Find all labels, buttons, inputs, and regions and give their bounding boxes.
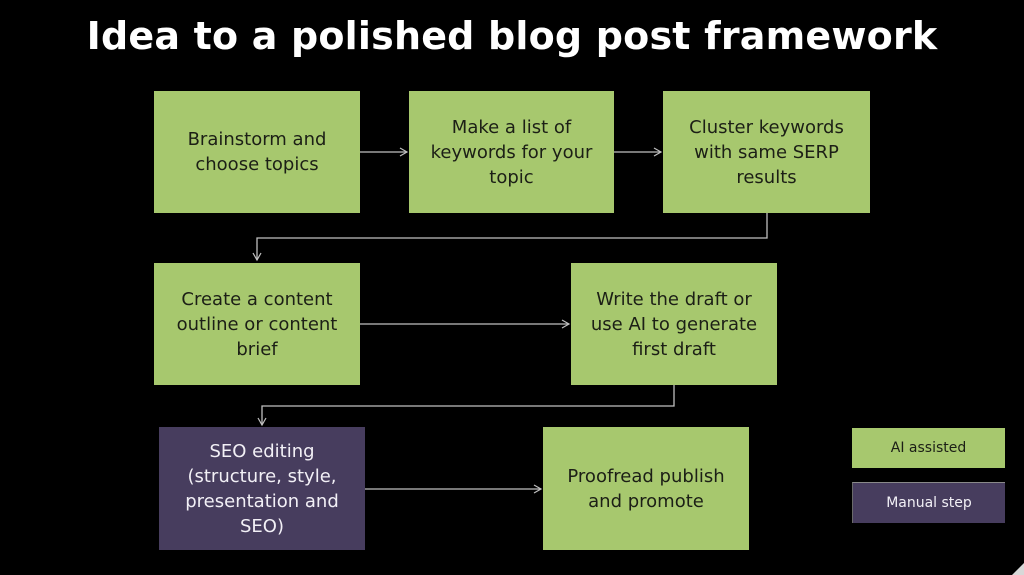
step-label: Brainstorm and choose topics <box>187 129 327 175</box>
step-label: SEO editing (structure, style, presentat… <box>185 440 339 537</box>
step-label: Cluster keywords with same SERP results <box>689 116 844 188</box>
step-write-draft: Write the draft or use AI to generate fi… <box>571 263 777 385</box>
step-label: Create a content outline or content brie… <box>176 288 338 360</box>
connector-5-6 <box>257 385 675 427</box>
step-brainstorm: Brainstorm and choose topics <box>154 91 360 213</box>
legend-manual-step: Manual step <box>852 482 1005 523</box>
step-label: Write the draft or use AI to generate fi… <box>590 288 758 360</box>
step-proofread-publish: Proofread publish and promote <box>543 427 749 550</box>
legend-label: Manual step <box>886 495 972 511</box>
step-cluster-keywords: Cluster keywords with same SERP results <box>663 91 870 213</box>
step-seo-editing: SEO editing (structure, style, presentat… <box>159 427 365 550</box>
diagram-title: Idea to a polished blog post framework <box>86 14 938 58</box>
step-label: Proofread publish and promote <box>567 465 725 512</box>
step-label: Make a list of keywords for your topic <box>430 116 593 188</box>
connector-3-4 <box>252 213 768 262</box>
legend-ai-assisted: AI assisted <box>852 428 1005 468</box>
legend-label: AI assisted <box>890 440 967 456</box>
step-keyword-list: Make a list of keywords for your topic <box>409 91 614 213</box>
step-content-outline: Create a content outline or content brie… <box>154 263 360 385</box>
corner-marker <box>1012 563 1024 575</box>
